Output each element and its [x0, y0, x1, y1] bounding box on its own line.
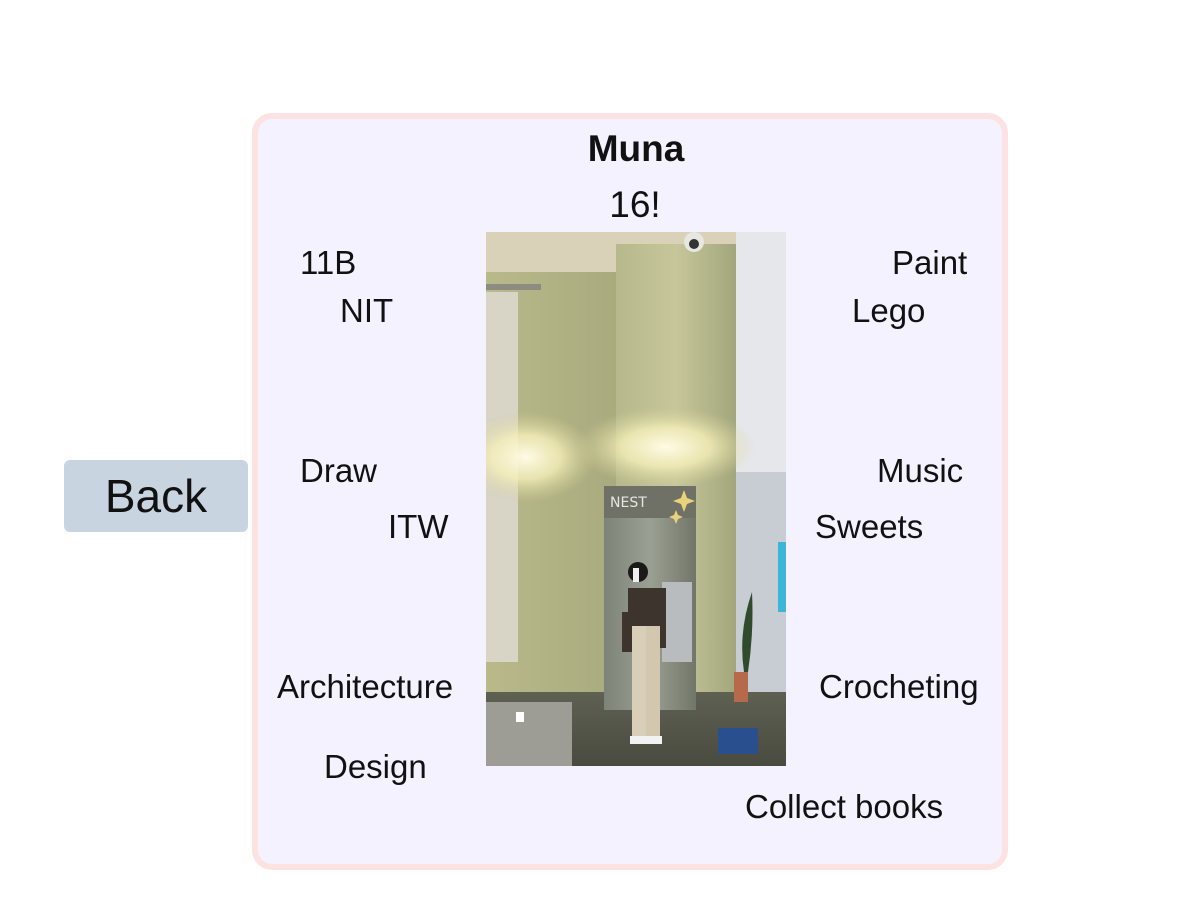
label-music: Music: [877, 452, 964, 489]
profile-name: Muna: [587, 128, 685, 169]
profile-age: 16!: [609, 184, 661, 225]
label-lego: Lego: [852, 292, 926, 329]
photo-sign: NEST: [610, 495, 647, 511]
label-crocheting: Crocheting: [819, 668, 979, 705]
label-itw: ITW: [388, 508, 449, 545]
back-button[interactable]: Back: [64, 460, 248, 532]
label-sweets: Sweets: [815, 508, 924, 545]
label-draw: Draw: [300, 452, 378, 489]
label-paint: Paint: [892, 244, 968, 281]
label-collect-books: Collect books: [745, 788, 944, 825]
label-nit: NIT: [340, 292, 394, 329]
label-11b: 11B: [300, 244, 357, 281]
label-architecture: Architecture: [277, 668, 454, 705]
label-design: Design: [324, 748, 427, 785]
profile-photo: NEST: [486, 232, 786, 766]
